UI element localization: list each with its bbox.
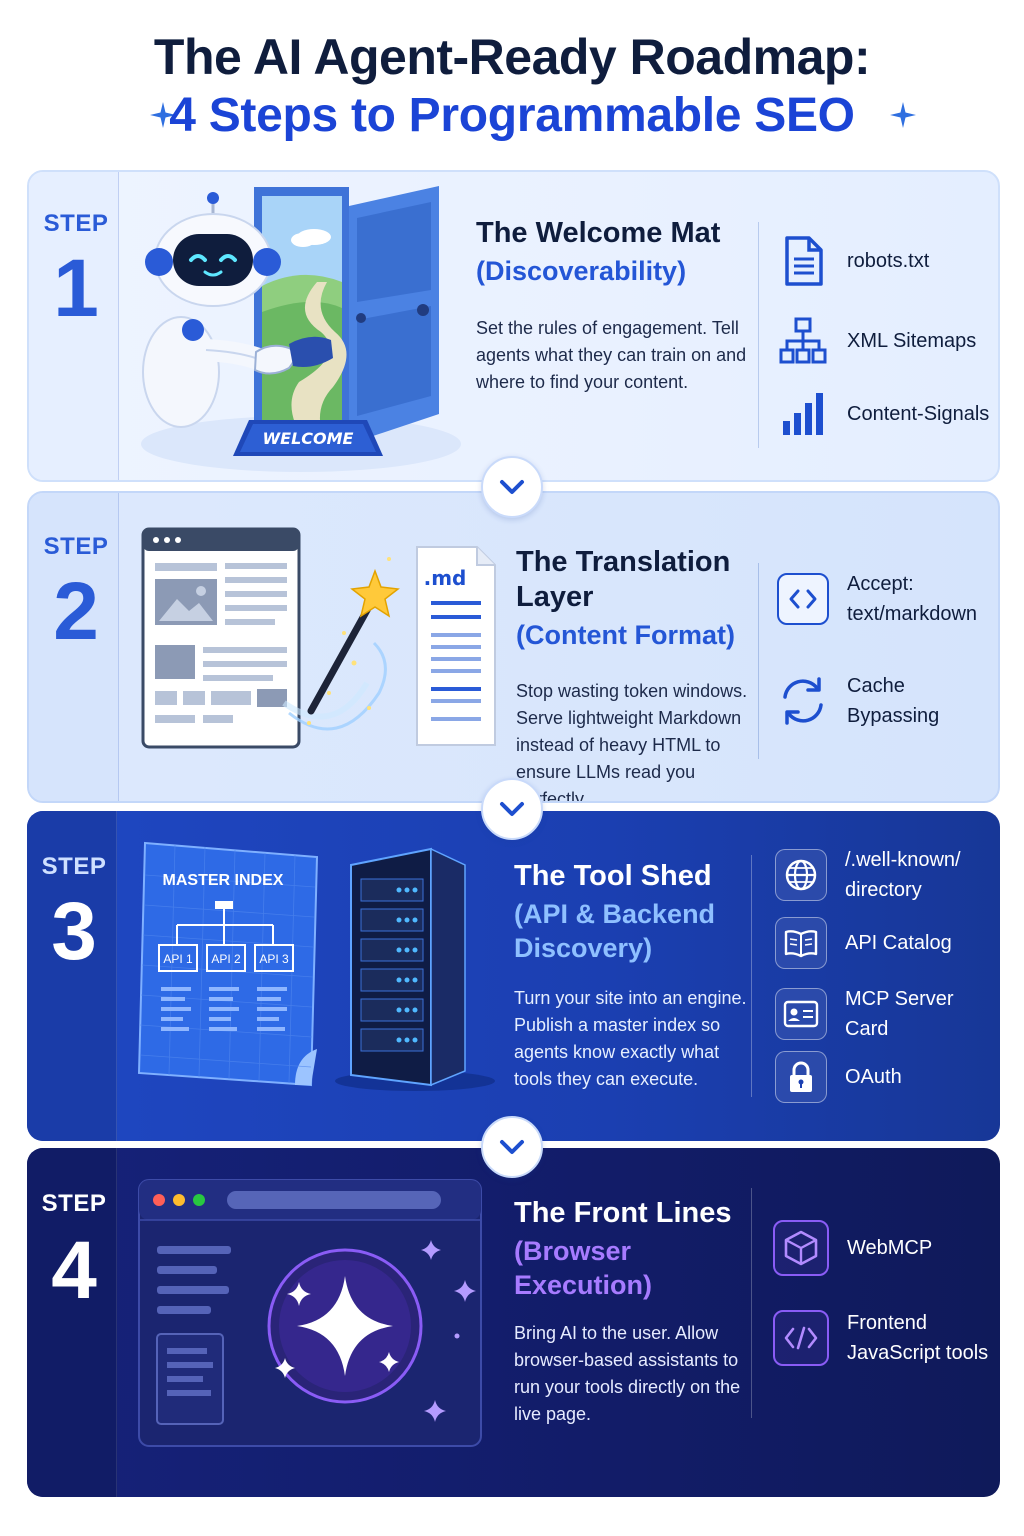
step-subtitle: (Content Format) — [516, 619, 735, 650]
step-number: 2 — [53, 566, 99, 657]
refresh-icon — [777, 675, 829, 727]
feature-frontend-js-tools: Frontend JavaScript tools — [773, 1308, 988, 1368]
step-rail — [29, 172, 119, 480]
chevron-down-icon — [481, 1116, 543, 1178]
step-subtitle: (API & Backend Discovery) — [514, 898, 716, 963]
step-text: The Welcome Mat (Discoverability) Set th… — [476, 216, 756, 396]
feature-well-known-directory: /.well-known/ directory — [775, 845, 961, 905]
md-file-label: .md — [424, 566, 467, 590]
welcome-mat-text: WELCOME — [263, 429, 354, 448]
chevron-down-icon — [481, 778, 543, 840]
html-to-markdown-illustration: .md — [141, 527, 496, 749]
cube-icon — [773, 1220, 829, 1276]
feature-label: WebMCP — [847, 1237, 933, 1259]
step-number: 1 — [53, 243, 99, 334]
feature-xml-sitemaps: XML Sitemaps — [777, 315, 976, 367]
step-description: Bring AI to the user. Allow browser-base… — [514, 1323, 741, 1425]
page-title: The AI Agent-Ready Roadmap: — [153, 29, 871, 85]
sitemap-icon — [777, 315, 829, 367]
column-divider — [751, 855, 752, 1097]
step-text: The Tool Shed (API & Backend Discovery) … — [514, 859, 754, 1093]
feature-mcp-server-card: MCP Server Card — [775, 984, 1000, 1044]
api-box-label: API 3 — [259, 952, 289, 966]
code-brackets-icon — [777, 573, 829, 625]
sparkle-icon — [890, 102, 916, 128]
bar-chart-icon — [777, 388, 829, 440]
step-card-3: STEP 3 MASTER INDEX API 1 API 2 API 3 — [27, 811, 1000, 1141]
step-rail — [27, 1148, 117, 1497]
step-rail — [29, 493, 119, 801]
book-icon — [775, 917, 827, 969]
feature-cache-bypassing: Cache Bypassing — [777, 671, 939, 731]
step-number: 3 — [51, 886, 97, 977]
feature-label: Accept: text/markdown — [847, 573, 978, 625]
step-number: 4 — [51, 1225, 97, 1316]
api-box-label: API 1 — [163, 952, 193, 966]
feature-api-catalog: API Catalog — [775, 917, 952, 969]
master-index-server-illustration: MASTER INDEX API 1 API 2 API 3 — [137, 841, 495, 1091]
page-subtitle: 4 Steps to Programmable SEO — [169, 89, 855, 142]
feature-accept-markdown: Accept: text/markdown — [777, 569, 977, 629]
step-text: The Front Lines (Browser Execution) Brin… — [514, 1196, 764, 1428]
feature-label: MCP Server Card — [845, 988, 954, 1040]
step-title: The Front Lines — [514, 1197, 732, 1229]
api-box-label: API 2 — [211, 952, 241, 966]
step-description: Turn your site into an engine. Publish a… — [514, 988, 747, 1090]
code-slash-icon — [773, 1310, 829, 1366]
column-divider — [758, 222, 759, 448]
step-text: The Translation Layer (Content Format) S… — [516, 545, 756, 803]
step-title: The Welcome Mat — [476, 217, 721, 249]
chevron-down-icon — [481, 456, 543, 518]
step-subtitle: (Discoverability) — [476, 255, 687, 286]
feature-label: Frontend JavaScript tools — [847, 1312, 989, 1364]
id-card-icon — [775, 988, 827, 1040]
step-label: STEP — [41, 1190, 107, 1217]
step-label: STEP — [43, 210, 109, 237]
step-description: Set the rules of engagement. Tell agents… — [476, 317, 747, 392]
feature-label: Content-Signals — [847, 403, 990, 425]
step-subtitle: (Browser Execution) — [514, 1235, 653, 1300]
column-divider — [758, 563, 759, 759]
feature-content-signals: Content-Signals — [777, 388, 989, 440]
feature-label: OAuth — [845, 1066, 902, 1088]
page-header: The AI Agent-Ready Roadmap: 4 Steps to P… — [0, 0, 1024, 170]
step-label: STEP — [43, 533, 109, 560]
step-card-4: STEP 4 The Front Lines (Browser Executio… — [27, 1148, 1000, 1497]
column-divider — [751, 1188, 752, 1418]
feature-label: /.well-known/ directory — [845, 849, 961, 901]
feature-label: API Catalog — [845, 932, 952, 954]
lock-icon — [775, 1051, 827, 1103]
master-index-title: MASTER INDEX — [163, 872, 284, 889]
feature-robots-txt: robots.txt — [777, 235, 929, 287]
step-card-1: STEP 1 WELCOME — [27, 170, 1000, 482]
feature-label: Cache Bypassing — [847, 675, 940, 727]
robot-door-illustration: WELCOME — [141, 186, 461, 472]
step-rail — [27, 811, 117, 1141]
step-description: Stop wasting token windows. Serve lightw… — [516, 681, 748, 803]
step-card-2: STEP 2 .md The Translation Layer (Conten… — [27, 491, 1000, 803]
feature-label: XML Sitemaps — [847, 330, 977, 352]
step-title: The Translation Layer — [516, 546, 731, 613]
sparkle-icon — [150, 102, 176, 128]
browser-ai-illustration — [138, 1179, 482, 1447]
step-label: STEP — [41, 853, 107, 880]
feature-label: robots.txt — [847, 250, 930, 272]
step-title: The Tool Shed — [514, 860, 712, 892]
feature-webmcp: WebMCP — [773, 1220, 932, 1276]
feature-oauth: OAuth — [775, 1051, 902, 1103]
document-icon — [777, 235, 829, 287]
globe-icon — [775, 849, 827, 901]
